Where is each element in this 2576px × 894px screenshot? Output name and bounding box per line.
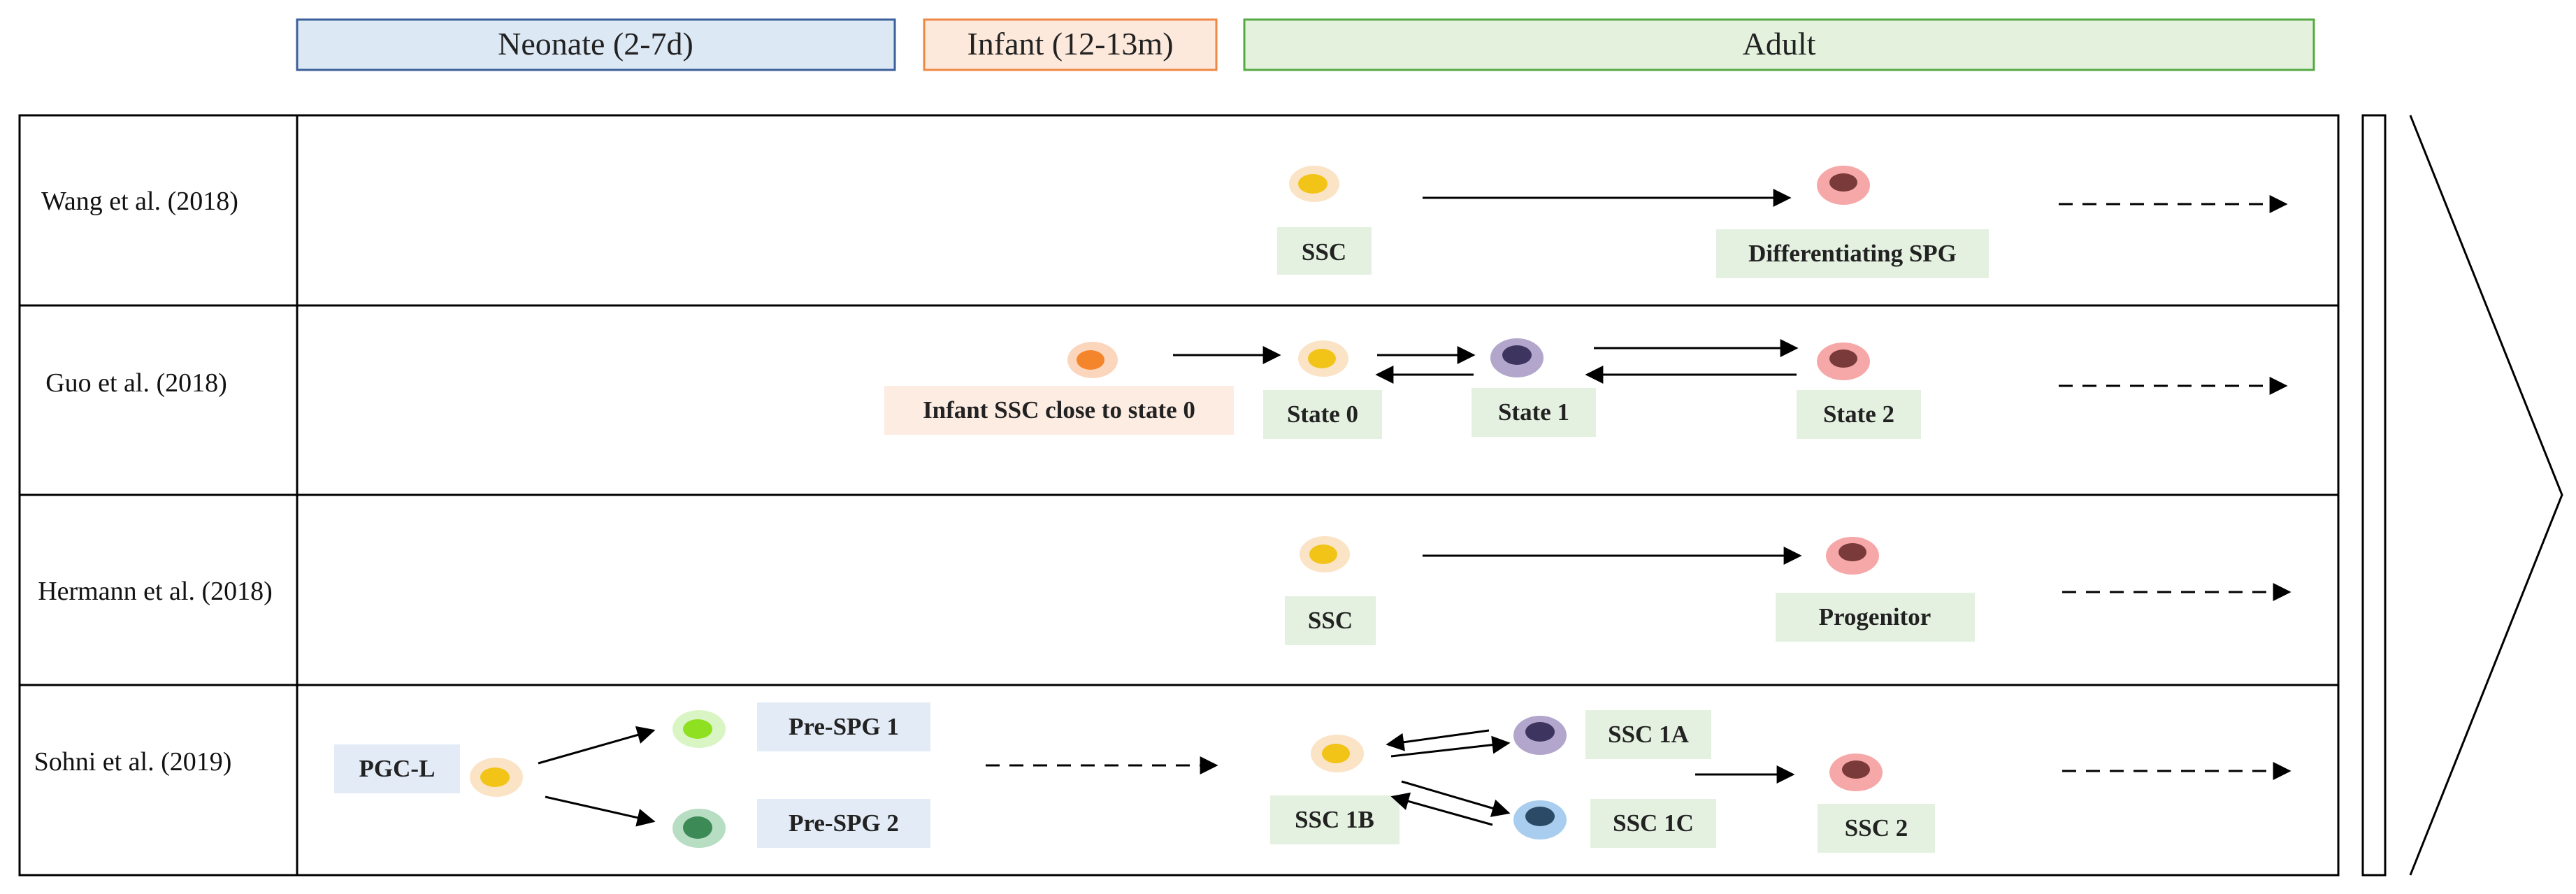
cell-sohni-pgcl <box>470 758 523 797</box>
label-bg-sohni-prespg2 <box>757 799 930 848</box>
cell-guo-state1 <box>1490 338 1544 377</box>
cell-guo-state0 <box>1298 340 1348 377</box>
cell-wang-ssc <box>1289 166 1339 202</box>
label-sohni-ssc1a: SSC 1A <box>1608 721 1689 748</box>
stage-neonate-label: Neonate (2-7d) <box>498 26 693 62</box>
cell-guo-state2 <box>1817 343 1870 380</box>
label-bg-sohni-pgcl <box>334 744 460 793</box>
label-bg-guo-infant <box>884 386 1234 435</box>
cell-sohni-ssc1b <box>1311 735 1364 772</box>
label-sohni-prespg1: Pre-SPG 1 <box>789 713 899 740</box>
study-table <box>18 114 2340 877</box>
label-sohni-ssc1b: SSC 1B <box>1295 806 1374 833</box>
label-bg-sohni-ssc1b <box>1270 795 1399 844</box>
arrow-ssc1a-to-ssc1b <box>1386 729 1490 751</box>
label-wang-differentiating: Differentiating SPG <box>1748 240 1957 267</box>
arrow-ssc1b-to-ssc1a <box>1390 735 1511 758</box>
study-wang: Wang et al. (2018) <box>41 187 238 216</box>
label-guo-state1: State 1 <box>1498 398 1569 426</box>
label-hermann-ssc: SSC <box>1308 607 1353 634</box>
label-bg-wang-ssc <box>1277 227 1372 275</box>
stage-adult-label: Adult <box>1743 26 1816 62</box>
label-sohni-ssc1c: SSC 1C <box>1613 809 1694 837</box>
label-wang-ssc: SSC <box>1302 238 1346 266</box>
label-sohni-pgcl: PGC-L <box>359 755 436 782</box>
stage-adult: Adult <box>1243 18 2315 71</box>
cell-hermann-progenitor <box>1826 537 1879 575</box>
cell-sohni-prespg2 <box>672 809 726 848</box>
arrow-ssc1c-to-ssc1b <box>1390 792 1493 826</box>
label-bg-hermann-prog <box>1776 593 1975 642</box>
arrow-ssc1b-to-ssc1c <box>1401 780 1511 817</box>
cell-sohni-ssc1c <box>1513 800 1567 839</box>
label-bg-guo-state2 <box>1797 390 1921 439</box>
side-bar <box>2361 114 2387 877</box>
label-bg-sohni-prespg1 <box>757 702 930 751</box>
label-bg-guo-state0 <box>1263 390 1382 439</box>
cell-sohni-ssc1a <box>1513 716 1567 755</box>
label-hermann-progenitor: Progenitor <box>1819 603 1931 630</box>
label-sohni-ssc2: SSC 2 <box>1845 814 1908 842</box>
cell-guo-infant <box>1067 342 1118 378</box>
label-bg-sohni-ssc1a <box>1585 710 1711 759</box>
cell-hermann-ssc <box>1300 536 1350 572</box>
stage-neonate: Neonate (2-7d) <box>296 18 896 71</box>
label-guo-state0: State 0 <box>1287 401 1358 428</box>
label-bg-wang-diff <box>1716 229 1989 278</box>
stage-infant: Infant (12-13m) <box>923 18 1218 71</box>
stage-infant-label: Infant (12-13m) <box>967 26 1173 62</box>
cell-sohni-prespg1 <box>672 710 726 748</box>
arrow-pgcl-to-prespg2 <box>545 795 656 827</box>
label-bg-sohni-ssc2 <box>1818 804 1935 853</box>
label-sohni-prespg2: Pre-SPG 2 <box>789 809 899 837</box>
cell-wang-differentiating <box>1817 166 1870 205</box>
label-bg-hermann-ssc <box>1285 596 1376 645</box>
direction-triangle <box>2409 115 2563 876</box>
label-guo-state2: State 2 <box>1823 401 1894 428</box>
cell-sohni-ssc2 <box>1829 754 1883 791</box>
arrow-pgcl-to-prespg1 <box>538 726 656 765</box>
label-bg-guo-state1 <box>1472 388 1596 437</box>
label-bg-sohni-ssc1c <box>1590 799 1716 848</box>
study-guo: Guo et al. (2018) <box>45 368 227 398</box>
label-guo-infant: Infant SSC close to state 0 <box>923 396 1195 424</box>
study-sohni: Sohni et al. (2019) <box>34 747 232 777</box>
study-hermann: Hermann et al. (2018) <box>38 577 273 606</box>
